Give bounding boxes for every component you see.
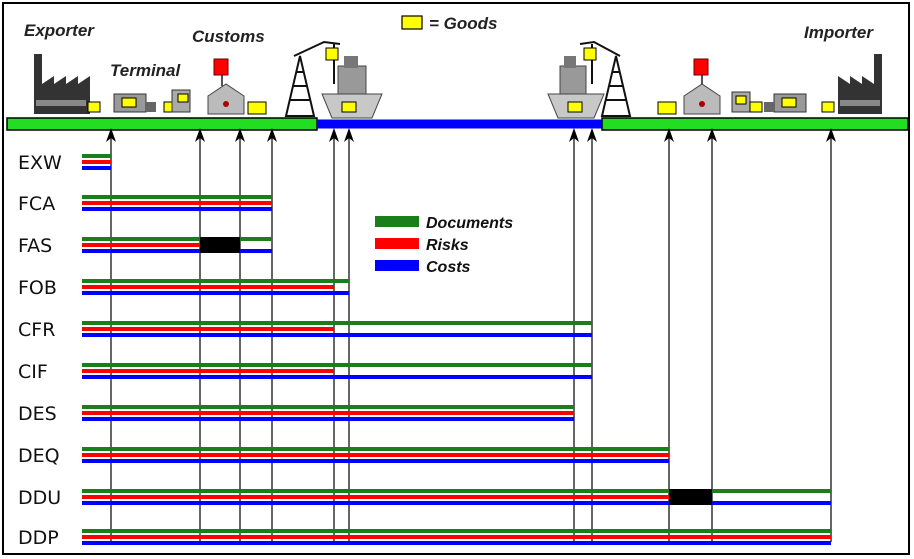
costs-stripe [82, 501, 831, 505]
incoterm-row: EXW [18, 152, 111, 174]
ship-icon [321, 56, 383, 119]
costs-stripe [82, 249, 272, 253]
term-code-label: FAS [18, 235, 52, 257]
costs-stripe [82, 541, 831, 545]
costs-legend-label: Costs [426, 259, 471, 276]
documents-legend-label: Documents [426, 215, 513, 232]
land-route-export [6, 117, 318, 131]
term-code-label: DES [18, 403, 57, 425]
incoterm-row: DEQ [18, 445, 669, 467]
incoterm-row: FAS [18, 235, 272, 257]
costs-stripe [82, 207, 272, 211]
crane-icon [284, 40, 341, 117]
term-code-label: CIF [18, 361, 48, 383]
factory-icon [821, 54, 882, 114]
risks-stripe [82, 369, 334, 373]
customs-house-icon [657, 58, 721, 115]
documents-stripe [82, 279, 349, 283]
risks-swatch [375, 238, 419, 249]
arrow-head [569, 128, 579, 142]
factory-icon [34, 54, 101, 114]
documents-stripe [82, 447, 669, 451]
incoterm-row: CIF [18, 361, 592, 383]
goods-legend-label: = Goods [429, 14, 497, 33]
documents-stripe [82, 321, 592, 325]
route-bar [6, 117, 909, 131]
incoterm-row: CFR [18, 319, 592, 341]
truck-icon [113, 89, 191, 113]
term-code-label: EXW [18, 152, 62, 174]
exporter-label: Exporter [24, 21, 95, 40]
ship-icon [547, 56, 605, 119]
stripe-legend: Documents Risks Costs [375, 215, 513, 276]
customs-label: Customs [192, 27, 265, 46]
arrow-head [587, 128, 597, 142]
truck-icon [731, 91, 807, 113]
crane-icon [579, 40, 632, 117]
risks-stripe [82, 285, 334, 289]
documents-stripe [82, 529, 831, 533]
costs-stripe [82, 291, 349, 295]
documents-stripe [82, 237, 272, 241]
costs-swatch [375, 260, 419, 271]
risks-stripe [82, 201, 272, 205]
risks-stripe [82, 327, 334, 331]
importer-label: Importer [804, 23, 874, 42]
term-code-label: DDU [18, 487, 61, 509]
arrow-head [106, 128, 116, 142]
arrow-head [267, 128, 277, 142]
transfer-block [669, 489, 712, 505]
risks-stripe [82, 243, 200, 247]
customs-house-icon [207, 58, 267, 115]
risks-stripe [82, 495, 669, 499]
goods-icon [401, 15, 423, 30]
transfer-block [200, 237, 240, 253]
sea-route [317, 119, 602, 129]
land-route-import [601, 117, 909, 131]
documents-stripe [82, 154, 111, 158]
costs-stripe [82, 333, 592, 337]
goods-legend: = Goods [401, 14, 497, 33]
costs-stripe [82, 375, 592, 379]
incoterms-diagram: Exporter Terminal Customs Importer = Goo… [6, 14, 909, 549]
risks-stripe [82, 535, 831, 539]
risks-stripe [82, 453, 669, 457]
term-code-label: FOB [18, 277, 57, 299]
documents-stripe [82, 489, 831, 493]
incoterm-row: DDU [18, 487, 831, 509]
incoterm-row: DES [18, 403, 574, 425]
incoterm-row: DDP [18, 527, 831, 549]
risks-stripe [82, 160, 111, 164]
costs-stripe [82, 459, 669, 463]
documents-swatch [375, 216, 419, 227]
arrow-head [329, 128, 339, 142]
arrow-head [195, 128, 205, 142]
arrow-head [664, 128, 674, 142]
term-code-label: FCA [18, 193, 55, 215]
arrow-head [826, 128, 836, 142]
term-code-label: CFR [18, 319, 55, 341]
incoterm-row: FOB [18, 277, 349, 299]
arrow-head [344, 128, 354, 142]
arrow-head [235, 128, 245, 142]
risks-legend-label: Risks [426, 237, 469, 254]
costs-stripe [82, 166, 111, 170]
documents-stripe [82, 195, 272, 199]
documents-stripe [82, 363, 592, 367]
incoterm-row: FCA [18, 193, 272, 215]
costs-stripe [82, 417, 574, 421]
arrow-head [707, 128, 717, 142]
incoterm-rows: EXW FCA FAS FOB CFR CIF DES DEQ DDU DDP [18, 152, 831, 549]
terminal-label: Terminal [110, 61, 182, 80]
documents-stripe [82, 405, 574, 409]
term-code-label: DDP [18, 527, 59, 549]
risks-stripe [82, 411, 574, 415]
term-code-label: DEQ [18, 445, 60, 467]
